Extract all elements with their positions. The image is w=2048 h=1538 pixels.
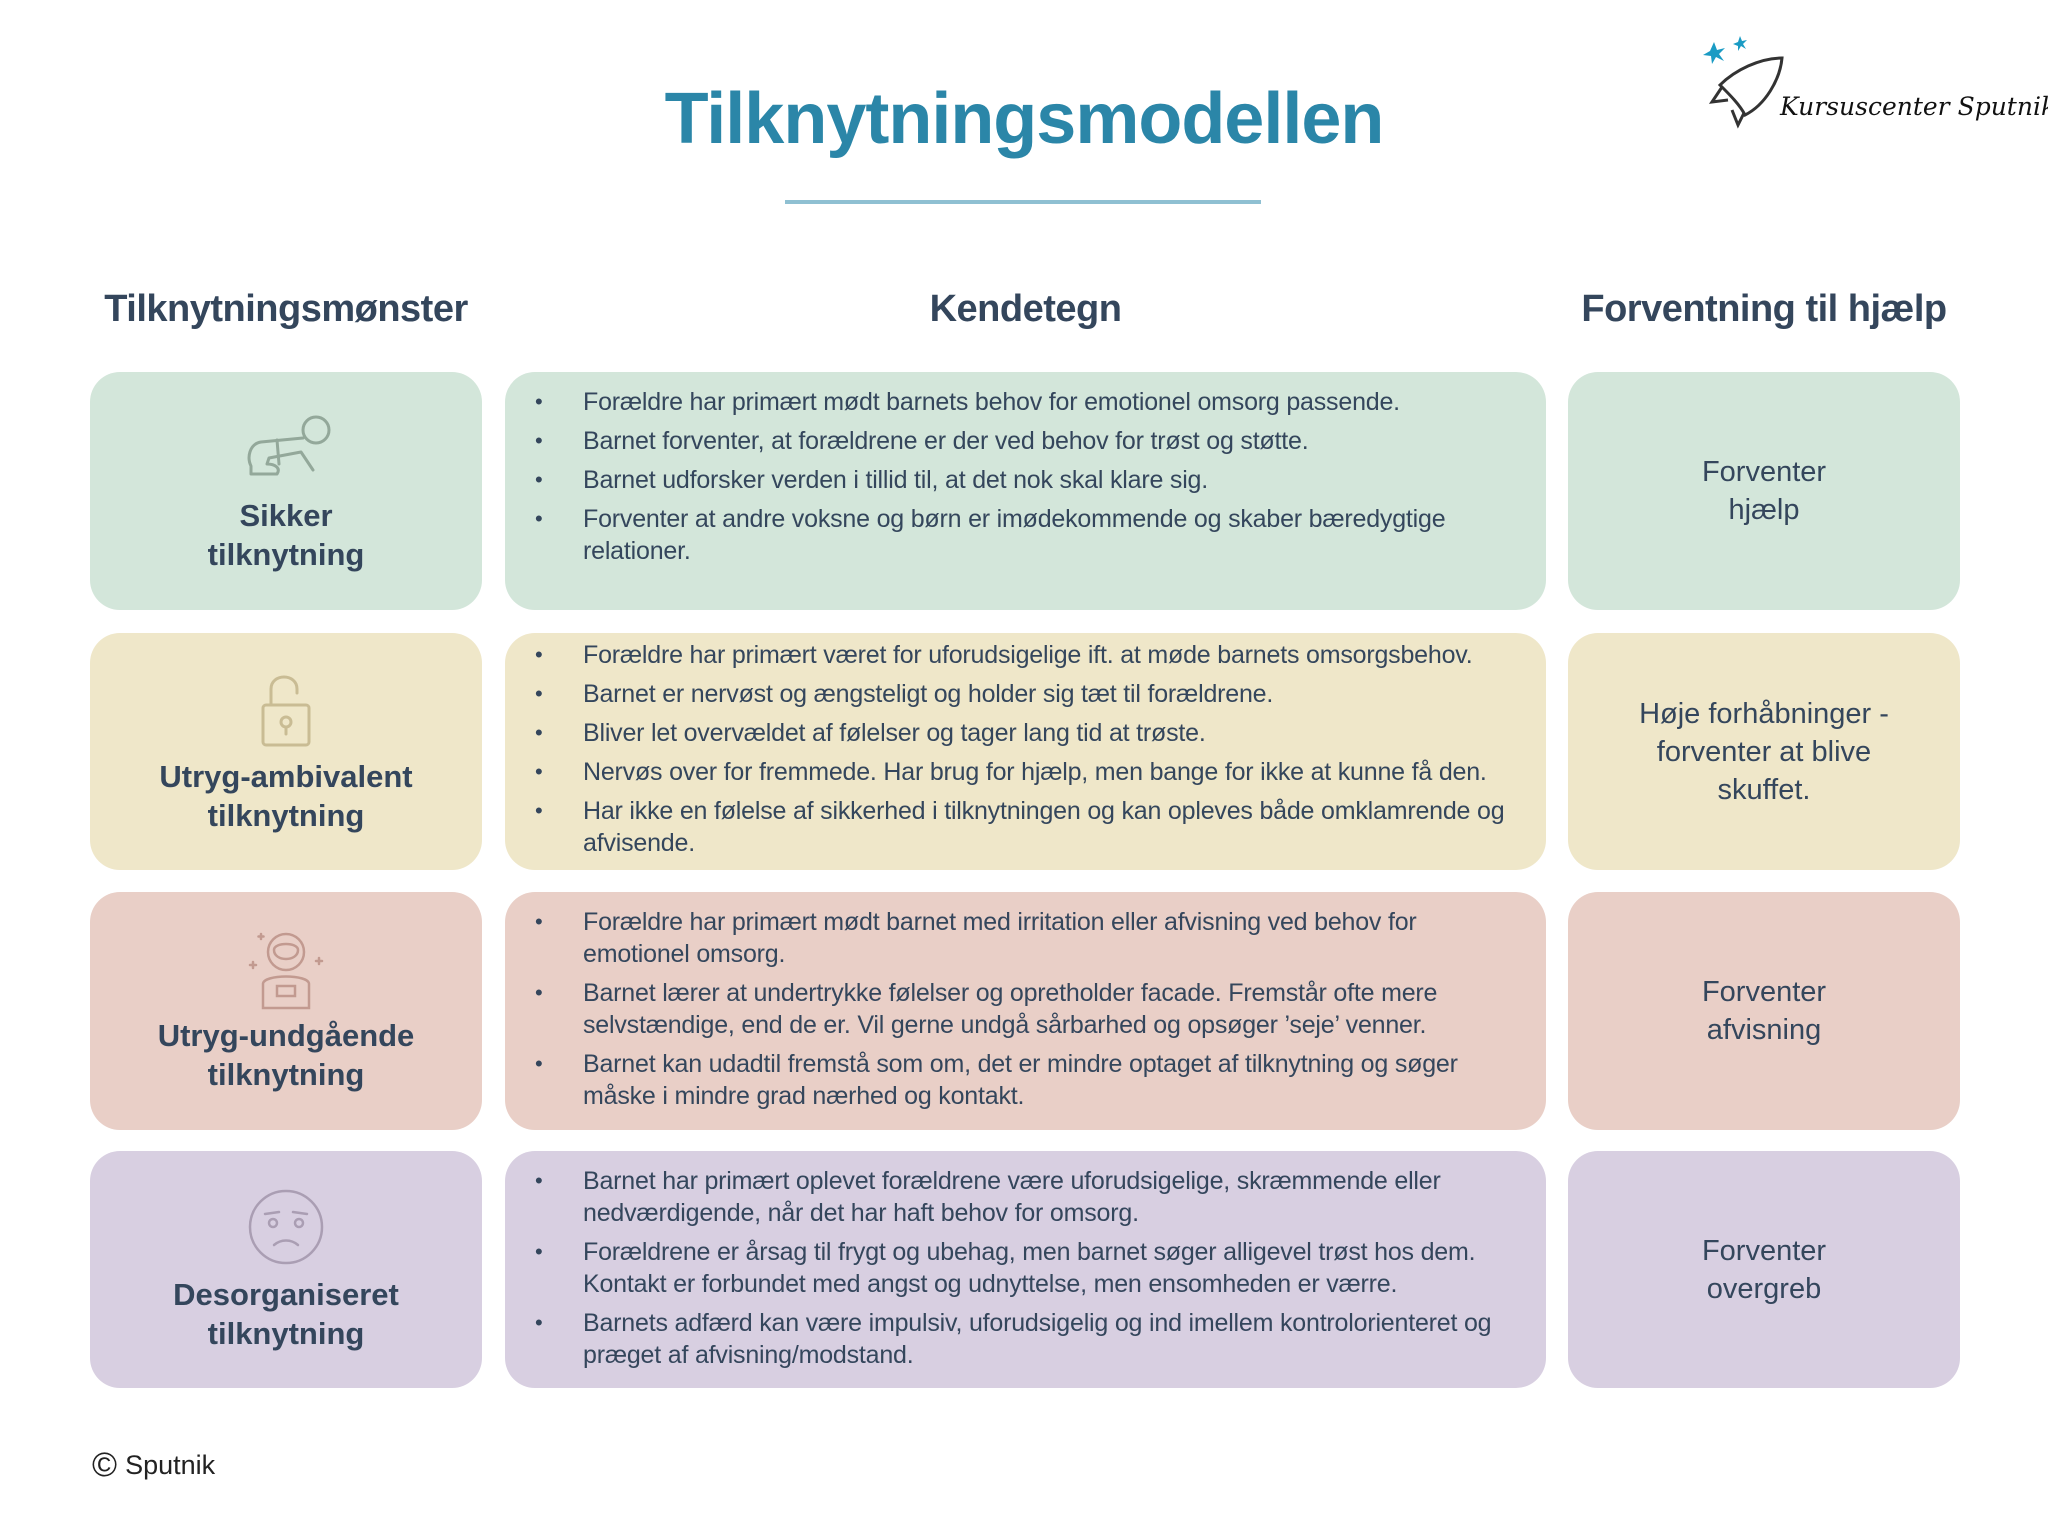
trait-item: Bliver let overvældet af følelser og tag… [535,717,1516,749]
pattern-label: Sikker [239,498,333,533]
trait-item: Forældre har primært mødt barnet med irr… [535,906,1516,970]
trait-item: Barnet kan udadtil fremstå som om, det e… [535,1048,1516,1112]
pattern-label: Utryg-ambivalent [159,758,413,794]
expectation-text: Høje forhåbninger - forventer at blive s… [1639,697,1889,806]
expectation-text: Forventer afvisning [1701,976,1827,1046]
traits-card-ambivalent: Forældre har primært været for uforudsig… [505,633,1546,870]
open-padlock-icon [261,675,311,746]
trait-item: Nervøs over for fremmede. Har brug for h… [535,756,1516,788]
pattern-card-ambivalent: Utryg-ambivalent tilknytning [90,633,482,870]
pattern-label: tilknytning [207,537,365,572]
expectation-card-secure: Forventer hjælp [1568,372,1960,610]
trait-item: Barnets adfærd kan være impulsiv, uforud… [535,1307,1516,1371]
traits-list: Barnet har primært oplevet forældrene væ… [535,1165,1516,1371]
crawling-baby-icon [247,415,331,476]
footer-copyright: © Sputnik [92,1446,215,1485]
pattern-card-secure: Sikker tilknytning [90,372,482,610]
header-traits: Kendetegn [929,288,1122,330]
footer-text: Sputnik [125,1450,216,1480]
expectation-card-ambivalent: Høje forhåbninger - forventer at blive s… [1568,633,1960,870]
pattern-card-avoidant: Utryg-undgående tilknytning [90,892,482,1130]
header-pattern: Tilknytningsmønster [104,288,468,330]
pattern-card-disorganized: Desorganiseret tilknytning [90,1151,482,1388]
trait-item: Forældrene er årsag til frygt og ubehag,… [535,1236,1516,1300]
traits-list: Forældre har primært mødt barnets behov … [535,386,1516,567]
sputnik-logo: Kursuscenter Sputnik [1700,30,2048,140]
pattern-label: tilknytning [207,1057,365,1092]
pattern-label: tilknytning [207,1315,365,1351]
worried-face-icon [248,1189,324,1264]
copyright-icon: © [92,1446,118,1484]
expectation-card-avoidant: Forventer afvisning [1568,892,1960,1130]
trait-item: Barnet udforsker verden i tillid til, at… [535,464,1516,496]
header-expectation: Forventning til hjælp [1581,288,1947,330]
page-title: Tilknytningsmodellen [664,79,1385,159]
pattern-label: Desorganiseret [173,1276,399,1312]
traits-list: Forældre har primært mødt barnet med irr… [535,906,1516,1112]
trait-item: Barnet lærer at undertrykke følelser og … [535,977,1516,1041]
expectation-card-disorganized: Forventer overgreb [1568,1151,1960,1388]
expectation-text: Forventer overgreb [1701,1234,1827,1305]
trait-item: Forældre har primært mødt barnets behov … [535,386,1516,418]
trait-item: Har ikke en følelse af sikkerhed i tilkn… [535,795,1516,859]
title-underline [785,200,1261,204]
logo-text: Kursuscenter Sputnik [1780,92,2048,121]
trait-item: Barnet har primært oplevet forældrene væ… [535,1165,1516,1229]
pattern-label: tilknytning [207,797,365,833]
astronaut-icon [248,932,324,1010]
rocket-logo-icon [1703,36,1784,129]
traits-card-secure: Forældre har primært mødt barnets behov … [505,372,1546,610]
traits-card-avoidant: Forældre har primært mødt barnet med irr… [505,892,1546,1130]
trait-item: Forældre har primært været for uforudsig… [535,639,1516,671]
traits-list: Forældre har primært været for uforudsig… [535,639,1516,859]
trait-item: Barnet forventer, at forældrene er der v… [535,425,1516,457]
pattern-label: Utryg-undgående [157,1018,415,1053]
expectation-text: Forventer hjælp [1701,456,1827,526]
traits-card-disorganized: Barnet har primært oplevet forældrene væ… [505,1151,1546,1388]
trait-item: Barnet er nervøst og ængsteligt og holde… [535,678,1516,710]
trait-item: Forventer at andre voksne og børn er imø… [535,503,1516,567]
